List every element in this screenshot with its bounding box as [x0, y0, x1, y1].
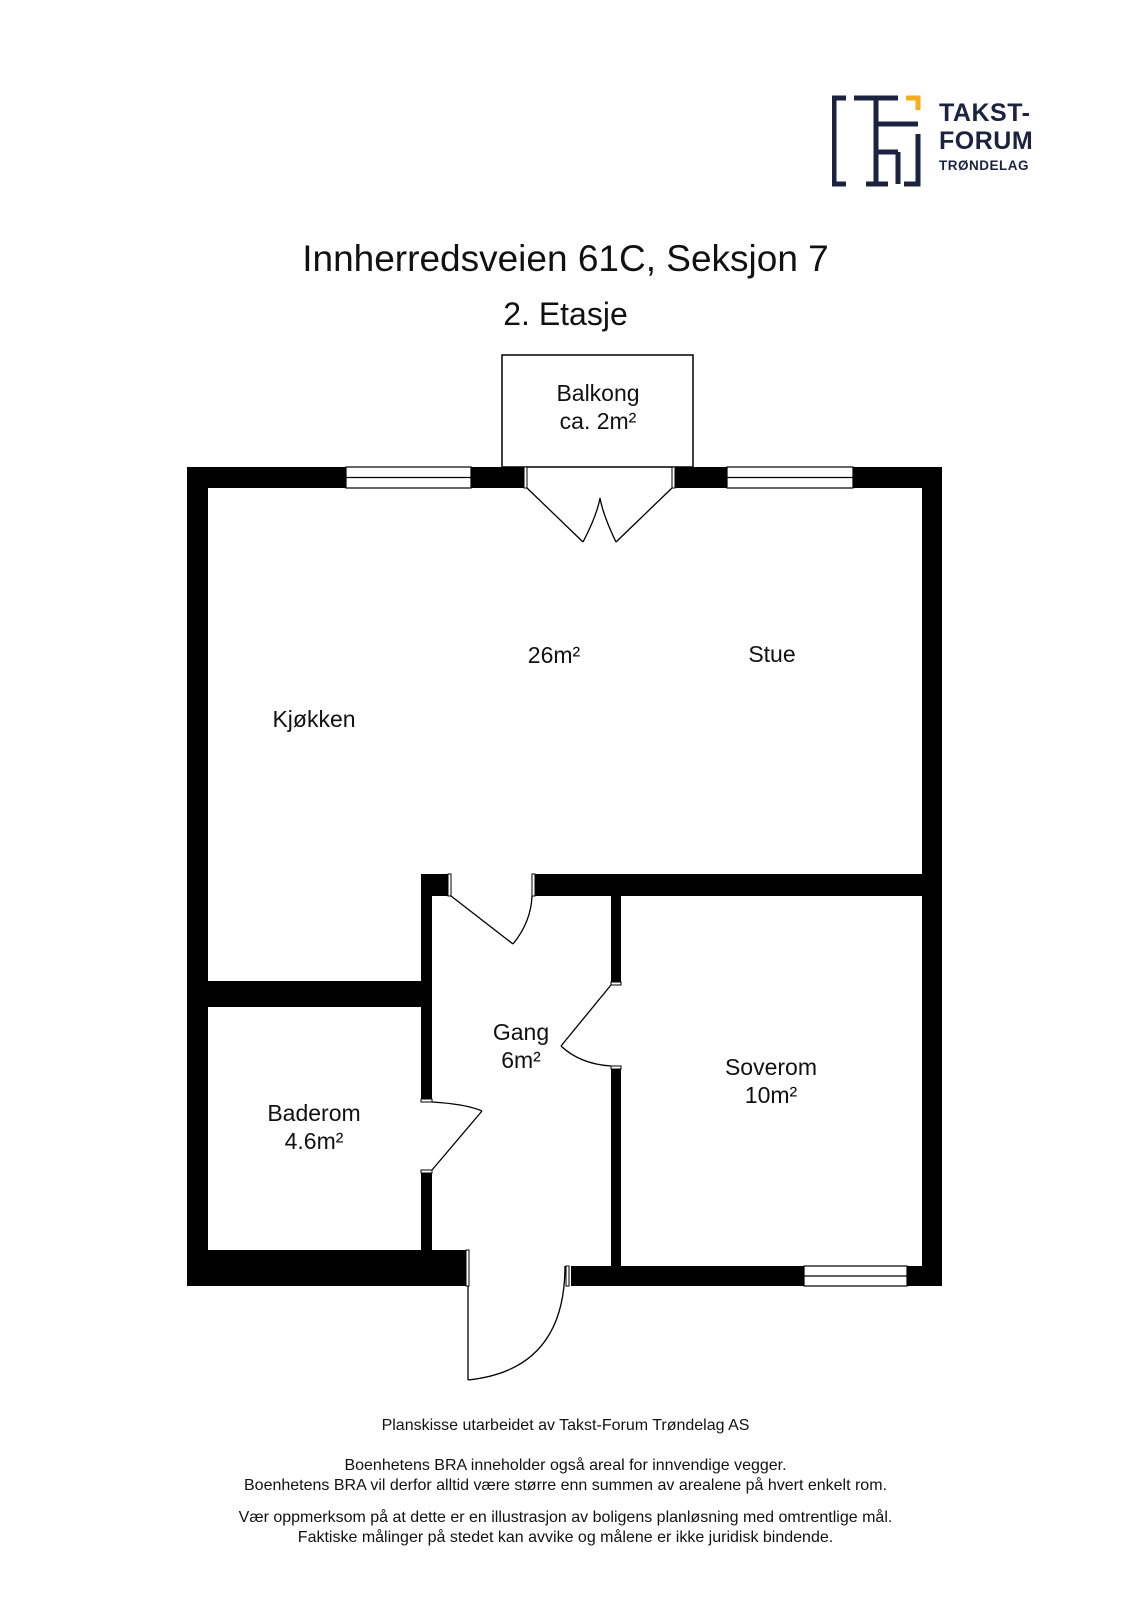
footer-bra-note: Boenhetens BRA inneholder også areal for…	[0, 1456, 1131, 1496]
room-name: Gang	[492, 1019, 550, 1045]
room-name: Balkong	[556, 380, 640, 406]
room-area: 4.6m²	[284, 1128, 344, 1154]
door-balcony	[526, 487, 673, 543]
footer-credit: Planskisse utarbeidet av Takst-Forum Trø…	[381, 1417, 750, 1434]
room-name: Stue	[748, 641, 796, 667]
room-area: 6m²	[501, 1047, 541, 1073]
company-logo: TAKST- FORUM TRØNDELAG	[831, 94, 1062, 188]
doors	[431, 487, 673, 1381]
door-entrance	[467, 1265, 566, 1381]
page-title: Innherredsveien 61C, Seksjon 7	[302, 238, 829, 279]
door-gang-bedroom	[560, 984, 612, 1067]
door-gang-living	[450, 895, 533, 945]
logo-mark-icon	[831, 95, 921, 187]
room-area: 10m²	[744, 1082, 798, 1108]
walls	[187, 467, 942, 1286]
room-label-living-area: 26m²	[509, 641, 599, 669]
logo-line-1: TAKST-	[939, 99, 1031, 127]
room-label-balkong: Balkong ca. 2m²	[532, 379, 664, 435]
balcony-outline	[501, 354, 694, 468]
footer-disclaimer: Vær oppmerksom på at dette er en illustr…	[0, 1508, 1131, 1548]
footer-disclaimer-line-1: Vær oppmerksom på at dette er en illustr…	[238, 1509, 893, 1526]
room-label-gang: Gang 6m²	[476, 1018, 566, 1074]
room-label-soverom: Soverom 10m²	[706, 1053, 836, 1109]
footer-bra-line-1: Boenhetens BRA inneholder også areal for…	[344, 1457, 787, 1474]
windows	[345, 466, 908, 1287]
logo-line-2: FORUM	[939, 127, 1034, 155]
room-label-baderom: Baderom 4.6m²	[254, 1099, 374, 1155]
room-label-kjokken: Kjøkken	[254, 705, 374, 733]
room-area: 26m²	[527, 642, 581, 668]
door-jambs	[420, 466, 676, 1287]
door-gang-bath	[431, 1101, 483, 1171]
logo-wordmark: TAKST- FORUM TRØNDELAG	[939, 101, 1033, 173]
floor-label: 2. Etasje	[503, 296, 628, 332]
room-area: ca. 2m²	[559, 408, 637, 434]
room-name: Kjøkken	[272, 706, 356, 732]
logo-line-3: TRØNDELAG	[939, 158, 1029, 173]
footer-disclaimer-line-2: Faktiske målinger på stedet kan avvike o…	[297, 1529, 834, 1546]
room-label-stue: Stue	[722, 640, 822, 668]
room-name: Soverom	[724, 1054, 818, 1080]
footer-bra-line-2: Boenhetens BRA vil derfor alltid være st…	[244, 1477, 887, 1494]
room-name: Baderom	[267, 1100, 361, 1126]
